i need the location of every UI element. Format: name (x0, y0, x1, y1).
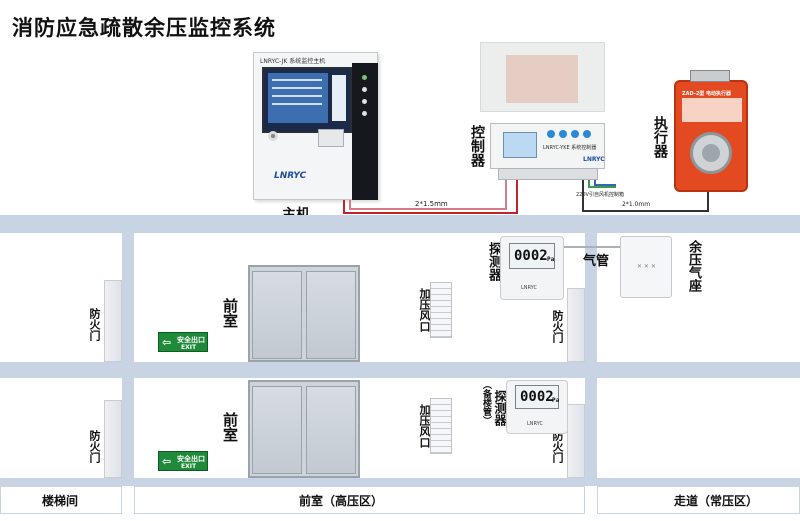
stairwell-box (0, 486, 122, 514)
detector-display-upper: 0002 Pa (509, 243, 555, 269)
vent-label-upper: 加压风口 (418, 288, 431, 332)
vent-label-lower: 加压风口 (418, 404, 431, 448)
wall-right (585, 233, 597, 362)
host-side-panel (352, 63, 378, 200)
wall-left (122, 233, 134, 362)
pressurized-vent-lower (430, 398, 452, 454)
host-cabinet: LNRYC-JK 系统监控主机 LNRYC (253, 52, 378, 200)
cable-power: 220V引自风机控制箱 (576, 192, 624, 198)
front-room-label-upper: 前室 (221, 298, 239, 328)
front-room-high-box (134, 486, 585, 514)
detector-display-lower: 0002 Pa (515, 385, 559, 409)
exit-sign-lower: ⇦ 安全出口 EXIT (158, 451, 208, 471)
host-model-text: LNRYC-JK 系统监控主机 (260, 58, 326, 65)
middle-slab (0, 362, 800, 378)
page-title: 消防应急疏散余压监控系统 (12, 16, 276, 40)
host-screen[interactable] (262, 67, 352, 133)
detector-lower: 0002 Pa LNRYC (506, 380, 568, 434)
fire-door-label-right-upper: 防火门 (551, 310, 564, 343)
cable-host-controller: 2*1.5mm (415, 200, 448, 208)
controller-model-text: LNRYC-YKE 系统控制器 (543, 145, 597, 151)
front-room-label-lower: 前室 (221, 412, 239, 442)
air-pipe (564, 246, 622, 248)
detector-label-lower: 探测器 (493, 390, 507, 426)
stairwell-label: 楼梯间 (42, 494, 79, 508)
controller-terminal (498, 168, 598, 180)
wall-right-2 (585, 378, 597, 478)
running-man-icon-lower: ⇦ (162, 455, 172, 468)
printer-icon (318, 129, 344, 147)
pressure-seat: ✕ ✕ ✕ (620, 236, 672, 298)
fire-door-label-left-upper: 防火门 (88, 308, 101, 341)
actuator-top (690, 70, 730, 82)
detector-label-upper: 探测器 (486, 242, 501, 281)
pressurized-vent-upper (430, 282, 452, 338)
wall-left-2 (122, 378, 134, 478)
fire-door-label-right-lower: 防火门 (551, 430, 564, 463)
controller-unit: LNRYC-YKE 系统控制器 LNRYC (490, 123, 605, 169)
host-brand: LNRYC (274, 171, 307, 181)
detector-label-lower-paren: （备楼管） (481, 380, 491, 425)
controller-box-bg (480, 42, 605, 112)
pipe-label: 气管 (583, 254, 610, 269)
controller-label: 控制器 (469, 125, 485, 167)
detector-upper: 0002 Pa LNRYC (500, 236, 564, 300)
actuator-body: ZAD-2型 电动执行器 (674, 80, 748, 192)
corridor-label: 走道（常压区） (674, 494, 759, 508)
fire-door-left-upper (104, 280, 122, 362)
running-man-icon: ⇦ (162, 336, 172, 349)
fire-door-left-lower (104, 400, 122, 478)
cable-controller-actuator: 2*1.0mm (622, 201, 651, 208)
front-room-high-label: 前室（高压区） (299, 494, 384, 508)
fire-door-right-upper (567, 288, 585, 362)
fire-door-right-lower (567, 404, 585, 478)
speaker-icon (268, 131, 278, 141)
actuator-label: 执行器 (652, 116, 668, 158)
fire-door-label-left-lower: 防火门 (88, 430, 101, 463)
actuator-model-text: ZAD-2型 电动执行器 (682, 91, 732, 97)
exit-sign-upper: ⇦ 安全出口 EXIT (158, 332, 208, 352)
controller-brand: LNRYC (583, 156, 605, 163)
elevator-upper (248, 265, 360, 362)
pressure-seat-label: 余压气座 (686, 240, 701, 292)
bottom-slab (0, 478, 800, 486)
controller-display (503, 132, 537, 158)
elevator-lower (248, 380, 360, 478)
top-slab (0, 215, 800, 233)
